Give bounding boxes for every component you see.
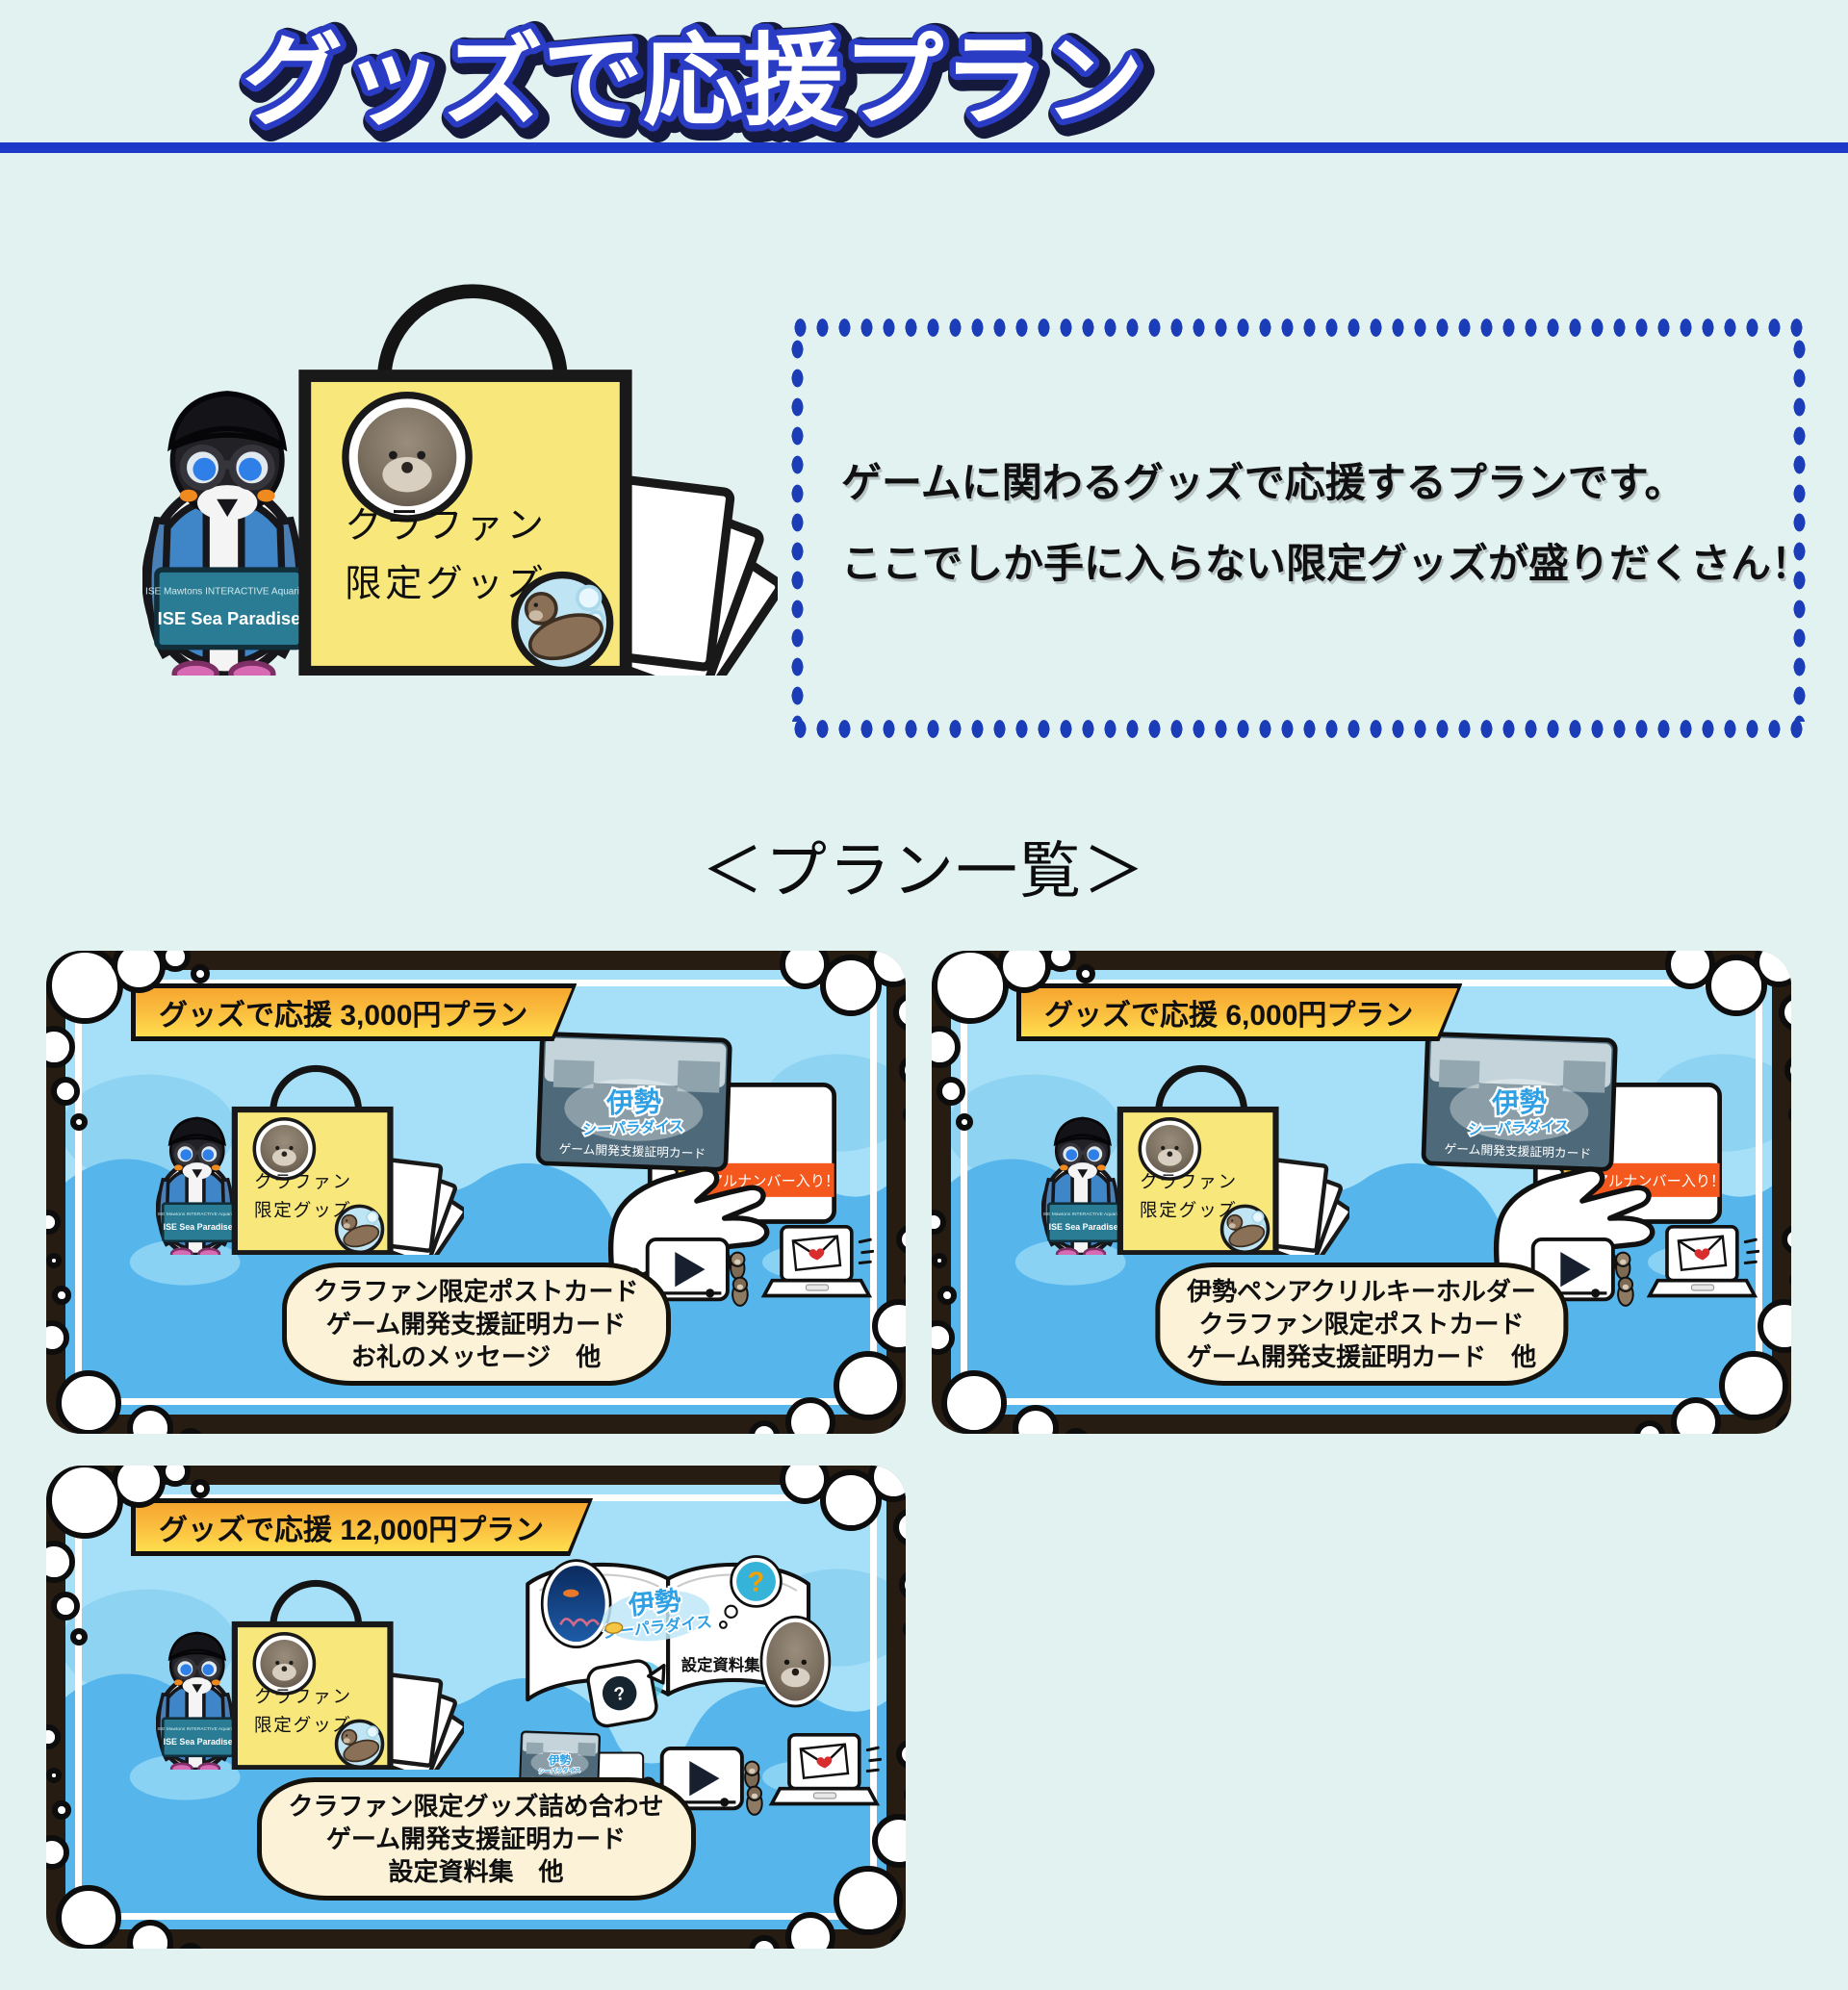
- inner-frame: [961, 980, 1762, 1405]
- svg-text:グッズで応援プラン: グッズで応援プラン: [247, 31, 1148, 142]
- bag-illustration: [156, 1041, 464, 1255]
- svg-text:グッズで応援プラン: グッズで応援プラン: [243, 26, 1143, 138]
- plan-items-note: クラファン限定ポストカード ゲーム開発支援証明カード お礼のメッセージ 他: [281, 1263, 671, 1386]
- dotted-border-right: [1789, 335, 1810, 722]
- plan-card-6000: 伊勢ペンアクリルキーホルダー クラファン限定ポストカード ゲーム開発支援証明カー…: [932, 951, 1791, 1434]
- inner-frame: [75, 1494, 877, 1920]
- plan-items-note: 伊勢ペンアクリルキーホルダー クラファン限定ポストカード ゲーム開発支援証明カー…: [1154, 1263, 1569, 1386]
- laptop-icon: [769, 1733, 882, 1806]
- description-line-1: ゲームに関わるグッズで応援するプランです。: [841, 460, 1685, 505]
- bag-illustration: [1041, 1041, 1349, 1255]
- description-line-2: ここでしか手に入らない限定グッズが盛りだくさん！: [841, 541, 1812, 586]
- svg-text:グッズで応援プラン: グッズで応援プラン: [243, 26, 1143, 138]
- dotted-border-bottom: [789, 719, 1808, 739]
- bag-illustration: [156, 1556, 464, 1770]
- divider-line: [0, 142, 1848, 153]
- plan-banner: グッズで応援 3,000円プラン: [131, 983, 577, 1041]
- hero-bag-illustration: [142, 235, 778, 676]
- laptop-icon: [1647, 1225, 1759, 1298]
- plan-card-12000: クラファン限定グッズ詰め合わせ ゲーム開発支援証明カード 設定資料集 他 グッズ…: [46, 1466, 906, 1949]
- plan-card-3000: クラファン限定ポストカード ゲーム開発支援証明カード お礼のメッセージ 他 グッ…: [46, 951, 906, 1434]
- dotted-border-left: [787, 335, 808, 722]
- page-title: グッズで応援プラン グッズで応援プラン グッズで応援プラン: [0, 8, 1386, 155]
- laptop-icon: [761, 1225, 874, 1298]
- artbook-illustration: [499, 1533, 840, 1749]
- description-box: ゲームに関わるグッズで応援するプランです。 ここでしか手に入らない限定グッズが盛…: [787, 318, 1812, 739]
- inner-frame: [75, 980, 877, 1405]
- dotted-border-top: [789, 318, 1808, 338]
- plan-list-heading: ＜プラン一覧＞: [702, 836, 1146, 906]
- plan-banner: グッズで応援 6,000円プラン: [1016, 983, 1462, 1041]
- plan-banner: グッズで応援 12,000円プラン: [131, 1498, 593, 1556]
- plan-items-note: クラファン限定グッズ詰め合わせ ゲーム開発支援証明カード 設定資料集 他: [256, 1777, 696, 1901]
